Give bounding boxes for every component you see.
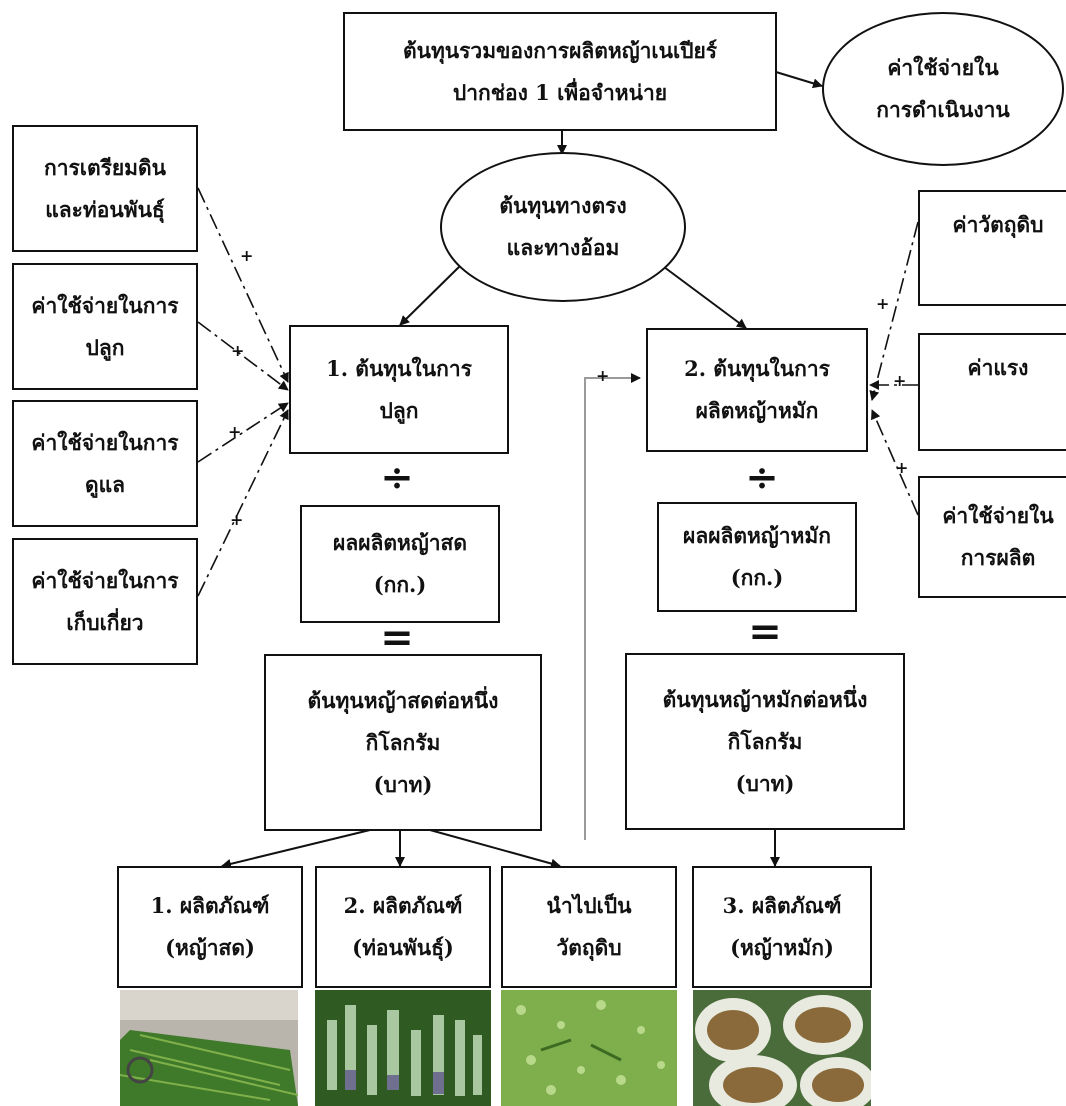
planting-expense-box: ค่าใช้จ่ายในการ ปลูก xyxy=(12,263,198,390)
compost-unit-cost-line1: ต้นทุนหญ้าหมักต่อหนึ่ง xyxy=(662,686,868,712)
arrow-raw-material-loop xyxy=(584,373,641,840)
raw-material-use-line1: นำไปเป็น xyxy=(546,893,632,918)
planting-cost-line2: ปลูก xyxy=(379,397,419,423)
plus-sign-raw-material: + xyxy=(876,294,890,313)
compost-cost-line1: 2. ต้นทุนในการ xyxy=(684,356,830,381)
arrow-to-product-1 xyxy=(221,829,371,869)
compost-unit-cost-line3: (บาท) xyxy=(735,770,795,796)
raw-material-use-box: นำไปเป็น วัตถุดิบ xyxy=(501,866,677,988)
planting-cost-box: 1. ต้นทุนในการ ปลูก xyxy=(289,325,509,454)
compost-cost-box: 2. ต้นทุนในการ ผลิตหญ้าหมัก xyxy=(646,328,868,452)
labor-cost-box: ค่าแรง xyxy=(918,333,1066,451)
arrow-direct-to-compost xyxy=(659,263,747,329)
soil-prep-line2: และท่อนพันธุ์ xyxy=(45,196,165,222)
plus-sign-production: + xyxy=(895,458,909,477)
compost-unit-cost-line2: กิโลกรัม xyxy=(727,728,803,754)
total-cost-box: ต้นทุนรวมของการผลิตหญ้าเนเปียร์ ปากช่อง … xyxy=(343,12,777,131)
care-expense-line1: ค่าใช้จ่ายในการ xyxy=(31,429,179,455)
plus-sign-labor: + xyxy=(893,371,907,390)
care-expense-box: ค่าใช้จ่ายในการ ดูแล xyxy=(12,400,198,527)
planting-cost-line1: 1. ต้นทุนในการ xyxy=(326,355,472,381)
fresh-yield-box: ผลผลิตหญ้าสด (กก.) xyxy=(300,505,500,623)
fresh-yield-line1: ผลผลิตหญ้าสด xyxy=(333,530,467,555)
direct-indirect-line1: ต้นทุนทางตรง xyxy=(499,193,627,218)
operating-expense-ellipse: ค่าใช้จ่ายใน การดำเนินงาน xyxy=(822,12,1064,166)
plus-sign-harvest: + xyxy=(230,510,244,529)
compost-cost-line2: ผลิตหญ้าหมัก xyxy=(695,398,819,423)
harvest-expense-line1: ค่าใช้จ่ายในการ xyxy=(31,567,179,593)
product-stem-box: 2. ผลิตภัณฑ์ (ท่อนพันธุ์) xyxy=(315,866,491,988)
product-stem-line1: 2. ผลิตภัณฑ์ xyxy=(343,893,463,918)
compost-yield-line1: ผลผลิตหญ้าหมัก xyxy=(683,523,831,548)
plus-sign-care: + xyxy=(228,422,242,441)
compost-yield-box: ผลผลิตหญ้าหมัก (กก.) xyxy=(657,502,857,612)
fresh-unit-cost-line2: กิโลกรัม xyxy=(365,729,441,755)
direct-indirect-ellipse: ต้นทุนทางตรง และทางอ้อม xyxy=(440,152,686,302)
harvest-expense-line2: เก็บเกี่ยว xyxy=(66,609,144,635)
compost-unit-cost-box: ต้นทุนหญ้าหมักต่อหนึ่ง กิโลกรัม (บาท) xyxy=(625,653,905,830)
total-cost-line2: ปากช่อง 1 เพื่อจำหน่าย xyxy=(452,79,668,105)
arrow-soil-prep xyxy=(197,187,289,383)
chopped-grass-photo xyxy=(501,990,677,1106)
raw-material-use-line2: วัตถุดิบ xyxy=(556,935,622,960)
product-fresh-box: 1. ผลิตภัณฑ์ (หญ้าสด) xyxy=(117,866,303,988)
direct-indirect-line2: และทางอ้อม xyxy=(506,235,620,260)
product-fresh-line2: (หญ้าสด) xyxy=(165,935,255,960)
arrow-to-raw-material xyxy=(429,829,561,869)
arrow-production-exp xyxy=(871,409,919,516)
plus-sign-planting: + xyxy=(231,341,245,360)
equals-sign-right: = xyxy=(748,608,782,655)
operating-expense-line1: ค่าใช้จ่ายใน xyxy=(887,55,999,80)
arrow-direct-to-planting xyxy=(399,263,463,326)
silage-bags-photo xyxy=(693,990,871,1106)
arrow-total-to-operating xyxy=(775,71,823,89)
divide-sign-left: ÷ xyxy=(380,454,414,501)
care-expense-line2: ดูแล xyxy=(84,471,126,497)
raw-material-cost-box: ค่าวัตถุดิบ xyxy=(918,190,1066,306)
arrow-harvest-exp xyxy=(197,409,289,597)
production-expense-line2: การผลิต xyxy=(960,545,1036,570)
production-expense-box: ค่าใช้จ่ายใน การผลิต xyxy=(918,476,1066,598)
stem-cuttings-photo xyxy=(315,990,491,1106)
fresh-unit-cost-line1: ต้นทุนหญ้าสดต่อหนึ่ง xyxy=(307,687,499,713)
equals-sign-left: = xyxy=(380,614,414,661)
soil-prep-line1: การเตรียมดิน xyxy=(43,154,167,180)
product-compost-line2: (หญ้าหมัก) xyxy=(730,935,834,960)
fresh-grass-photo xyxy=(120,990,298,1106)
soil-prep-box: การเตรียมดิน และท่อนพันธุ์ xyxy=(12,125,198,252)
harvest-expense-box: ค่าใช้จ่ายในการ เก็บเกี่ยว xyxy=(12,538,198,665)
total-cost-line1: ต้นทุนรวมของการผลิตหญ้าเนเปียร์ xyxy=(402,37,718,63)
arrow-care-exp xyxy=(197,402,289,463)
production-expense-line1: ค่าใช้จ่ายใน xyxy=(942,503,1054,528)
fresh-unit-cost-line3: (บาท) xyxy=(373,771,433,797)
plus-sign-loop: + xyxy=(596,366,610,385)
product-compost-line1: 3. ผลิตภัณฑ์ xyxy=(722,893,842,918)
labor-cost-label: ค่าแรง xyxy=(967,355,1029,380)
plus-sign-soil: + xyxy=(240,246,254,265)
arrow-raw-material xyxy=(869,221,919,401)
product-stem-line2: (ท่อนพันธุ์) xyxy=(352,935,454,960)
fresh-yield-line2: (กก.) xyxy=(373,572,427,597)
operating-expense-line2: การดำเนินงาน xyxy=(876,97,1010,122)
raw-material-cost-label: ค่าวัตถุดิบ xyxy=(952,212,1044,237)
planting-expense-line1: ค่าใช้จ่ายในการ xyxy=(31,292,179,318)
compost-yield-line2: (กก.) xyxy=(730,565,784,590)
divide-sign-right: ÷ xyxy=(745,454,779,501)
planting-expense-line2: ปลูก xyxy=(85,334,125,360)
product-fresh-line1: 1. ผลิตภัณฑ์ xyxy=(150,893,270,918)
arrow-planting-exp xyxy=(197,321,289,391)
fresh-unit-cost-box: ต้นทุนหญ้าสดต่อหนึ่ง กิโลกรัม (บาท) xyxy=(264,654,542,831)
product-compost-box: 3. ผลิตภัณฑ์ (หญ้าหมัก) xyxy=(692,866,872,988)
